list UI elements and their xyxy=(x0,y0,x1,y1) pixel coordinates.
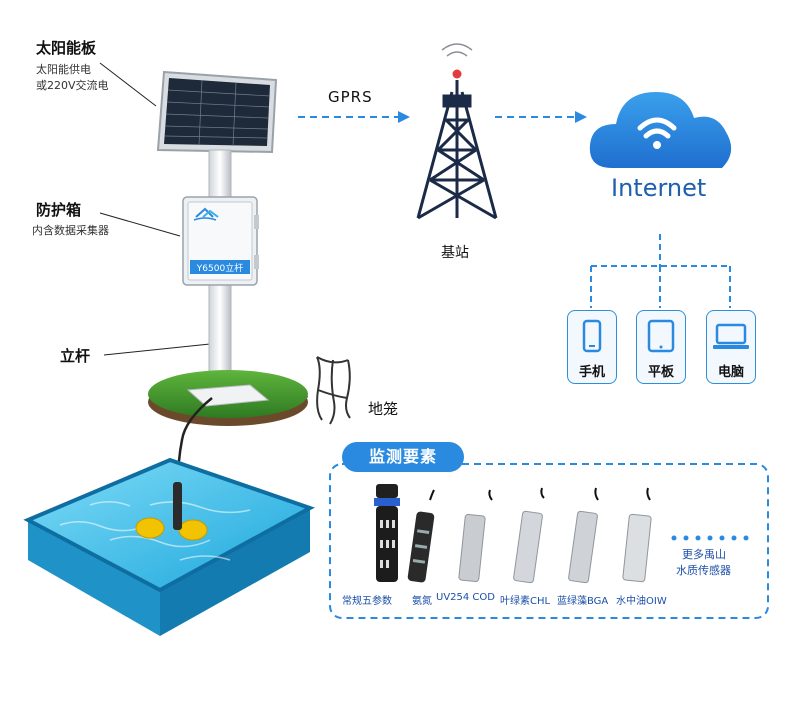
box-leader xyxy=(99,212,181,237)
grass-island xyxy=(148,370,308,426)
internet-cloud xyxy=(589,92,732,168)
more-sensors-line2: 水质传感器 xyxy=(676,564,731,577)
internet-label: Internet xyxy=(611,174,707,202)
sensor-label-5: 蓝绿藻BGA xyxy=(557,596,609,607)
signal-waves xyxy=(441,43,473,57)
phone-icon xyxy=(582,319,602,353)
solar-panel xyxy=(156,70,278,154)
box-sub: 内含数据采集器 xyxy=(32,224,109,237)
protective-box xyxy=(182,196,259,286)
box-plate: Y6500立杆 xyxy=(196,264,244,274)
device-connector xyxy=(590,234,731,308)
base-station-tower xyxy=(416,80,498,220)
pole-upper xyxy=(208,149,232,199)
solar-sub2: 或220V交流电 xyxy=(36,79,109,92)
more-dots xyxy=(671,535,749,541)
sensor-label-2: 氨氮 xyxy=(412,596,432,607)
device-tablet: 平板 xyxy=(636,310,686,384)
device-phone: 手机 xyxy=(567,310,617,384)
sensor-label-3: UV254 COD xyxy=(436,592,495,603)
pole-title: 立杆 xyxy=(60,347,91,365)
ground-cage xyxy=(316,356,351,425)
sensor-label-4: 叶绿素CHL xyxy=(500,596,551,607)
device-laptop-label: 电脑 xyxy=(717,365,744,380)
tower-beacon xyxy=(452,69,462,79)
tower-title: 基站 xyxy=(441,245,469,261)
sensor-label-1: 常规五参数 xyxy=(342,596,392,607)
device-phone-label: 手机 xyxy=(578,365,605,380)
sensor-probes xyxy=(374,484,652,584)
more-sensors-line1: 更多禹山 xyxy=(682,548,726,561)
water-pool xyxy=(23,457,315,636)
monitor-title-badge: 监测要素 xyxy=(342,442,464,472)
cage-title: 地笼 xyxy=(368,400,399,418)
box-title: 防护箱 xyxy=(36,201,82,219)
device-laptop: 电脑 xyxy=(706,310,756,384)
sensor-label-6: 水中油OIW xyxy=(616,596,667,607)
monitor-frame xyxy=(329,463,769,619)
tablet-icon xyxy=(647,319,675,353)
laptop-icon xyxy=(713,323,749,349)
solar-leader xyxy=(99,62,157,107)
arrow-head-1 xyxy=(398,111,410,123)
pole-leader xyxy=(103,343,211,356)
solar-title: 太阳能板 xyxy=(36,39,97,57)
gprs-label: GPRS xyxy=(328,88,373,106)
solar-sub1: 太阳能供电 xyxy=(36,63,91,76)
device-tablet-label: 平板 xyxy=(647,365,674,380)
arrow-head-2 xyxy=(575,111,587,123)
